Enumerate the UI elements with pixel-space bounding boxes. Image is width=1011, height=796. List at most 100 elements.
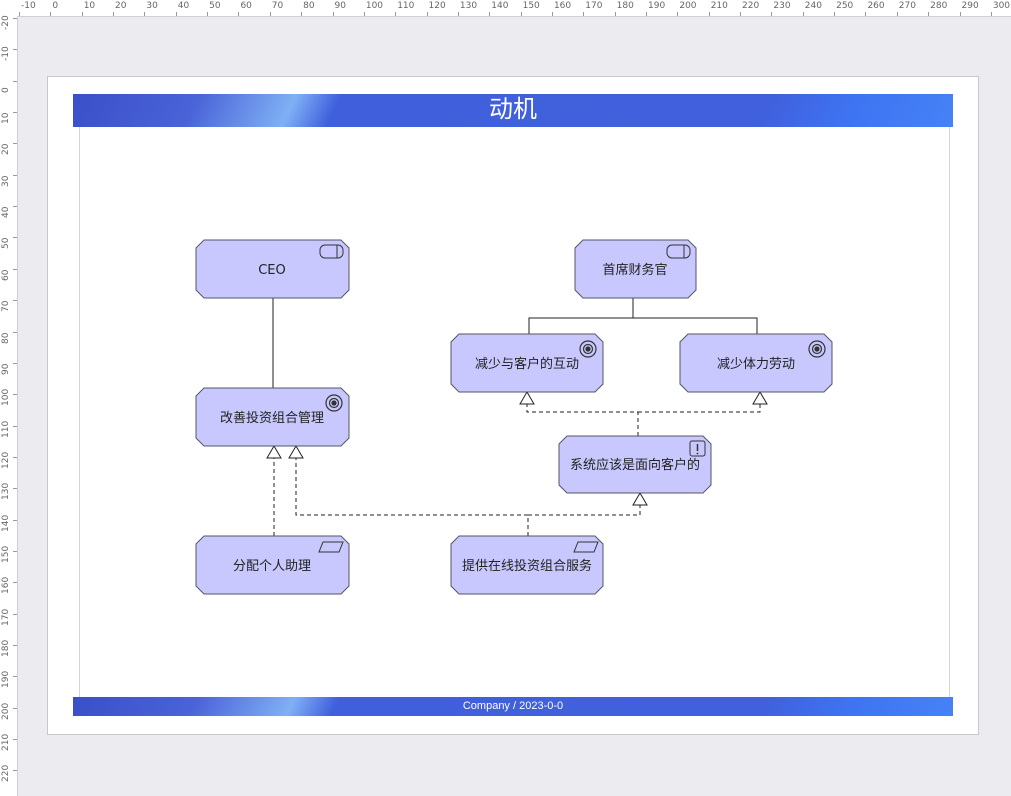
ruler-tick <box>677 12 679 16</box>
ruler-tick <box>928 12 930 16</box>
ruler-label: 120 <box>428 1 446 11</box>
ruler-tick <box>13 300 17 302</box>
node-principle-customer-facing[interactable]: 系统应该是面向客户的 <box>558 435 712 494</box>
ruler-label: 230 <box>773 1 791 11</box>
ruler-tick <box>551 12 553 16</box>
ruler-tick <box>13 770 17 772</box>
diagram-title: 动机 <box>489 95 537 123</box>
arrowhead-icon <box>632 492 648 506</box>
node-requirement-assistant[interactable]: 分配个人助理 <box>195 535 350 595</box>
ruler-tick <box>614 12 616 16</box>
principle-icon <box>689 440 706 457</box>
node-label: 首席财务官 <box>602 262 667 278</box>
ruler-tick <box>301 12 303 16</box>
ruler-tick <box>740 12 742 16</box>
node-label: CEO <box>258 263 286 278</box>
association-cfo-goals[interactable] <box>528 298 634 334</box>
ruler-tick <box>238 12 240 16</box>
ruler-label: 280 <box>930 1 948 11</box>
ruler-tick <box>489 12 491 16</box>
ruler-label: 30 <box>146 1 158 11</box>
requirement-icon <box>573 541 599 553</box>
ruler-tick <box>583 12 585 16</box>
ruler-label: 170 <box>585 1 603 11</box>
ruler-label: 190 <box>648 1 666 11</box>
ruler-label: 60 <box>240 1 252 11</box>
ruler-tick <box>13 143 17 145</box>
ruler-tick <box>13 488 17 490</box>
footer-banner: Company / 2023-0-0 <box>73 697 953 716</box>
ruler-tick <box>13 237 17 239</box>
ruler-label: 240 <box>804 1 822 11</box>
ruler-label: 220 <box>742 1 760 11</box>
ruler-tick <box>13 112 17 114</box>
realization-req-goal2[interactable] <box>638 404 761 413</box>
ruler-tick <box>426 12 428 16</box>
ruler-tick <box>13 362 17 364</box>
node-label: 改善投资组合管理 <box>220 410 324 426</box>
node-goal-portfolio[interactable]: 改善投资组合管理 <box>195 387 350 447</box>
node-label: 系统应该是面向客户的 <box>570 457 700 473</box>
ruler-label: 50 <box>209 1 221 11</box>
ruler-tick <box>13 425 17 427</box>
node-cfo[interactable]: 首席财务官 <box>574 239 697 299</box>
title-banner: 动机 <box>73 94 953 127</box>
ruler-label: 180 <box>616 1 634 11</box>
ruler-tick <box>81 12 83 16</box>
realization-online-req[interactable] <box>528 505 641 516</box>
ruler-tick <box>395 12 397 16</box>
ruler-label: 80 <box>303 1 315 11</box>
node-label: 减少体力劳动 <box>717 356 795 372</box>
node-ceo[interactable]: CEO <box>195 239 350 299</box>
ruler-tick <box>13 174 17 176</box>
arrowhead-icon <box>519 391 535 405</box>
realization-online-goal[interactable] <box>295 458 529 536</box>
ruler-tick <box>113 12 115 16</box>
ruler-tick <box>144 12 146 16</box>
node-label: 提供在线投资组合服务 <box>462 558 592 574</box>
node-label: 分配个人助理 <box>233 559 311 574</box>
goal-icon <box>808 340 826 358</box>
ruler-label: 300 <box>992 1 1011 11</box>
goal-icon <box>579 340 597 358</box>
ruler-label: 90 <box>334 1 346 11</box>
ruler-tick <box>19 12 20 16</box>
ruler-tick <box>13 331 17 333</box>
ruler-tick <box>13 645 17 646</box>
ruler-tick <box>959 12 961 16</box>
ruler-tick <box>332 12 334 16</box>
ruler-label: -10 <box>21 1 36 11</box>
ruler-tick <box>13 739 17 741</box>
ruler-tick <box>13 676 17 678</box>
node-requirement-online[interactable]: 提供在线投资组合服务 <box>450 535 604 595</box>
ruler-tick <box>13 582 17 584</box>
ruler-tick <box>13 80 17 82</box>
ruler-tick <box>13 206 17 208</box>
realization-req-goal1[interactable] <box>526 404 639 436</box>
node-goal-reduce-interaction[interactable]: 减少与客户的互动 <box>450 333 604 393</box>
ruler-tick <box>13 707 17 709</box>
goal-icon <box>325 394 343 412</box>
ruler-label: 130 <box>459 1 478 11</box>
arrowheads <box>266 391 768 506</box>
ruler-label: 150 <box>522 1 540 11</box>
ruler-tick <box>13 394 17 396</box>
ruler-label: 140 <box>491 1 509 11</box>
arrowhead-icon <box>266 445 282 459</box>
ruler-tick <box>13 49 17 51</box>
ruler-tick <box>990 12 992 16</box>
ruler-label: 270 <box>898 1 916 11</box>
ruler-tick <box>13 550 17 552</box>
connectors <box>272 298 761 536</box>
ruler-tick <box>363 12 365 16</box>
ruler-tick <box>13 456 17 458</box>
ruler-label: 290 <box>961 1 979 11</box>
association-cfo-goal2[interactable] <box>633 317 758 334</box>
ruler-tick <box>865 12 867 16</box>
ruler-tick <box>13 18 17 19</box>
ruler-label: 250 <box>836 1 854 11</box>
node-goal-reduce-labor[interactable]: 减少体力劳动 <box>679 333 833 393</box>
